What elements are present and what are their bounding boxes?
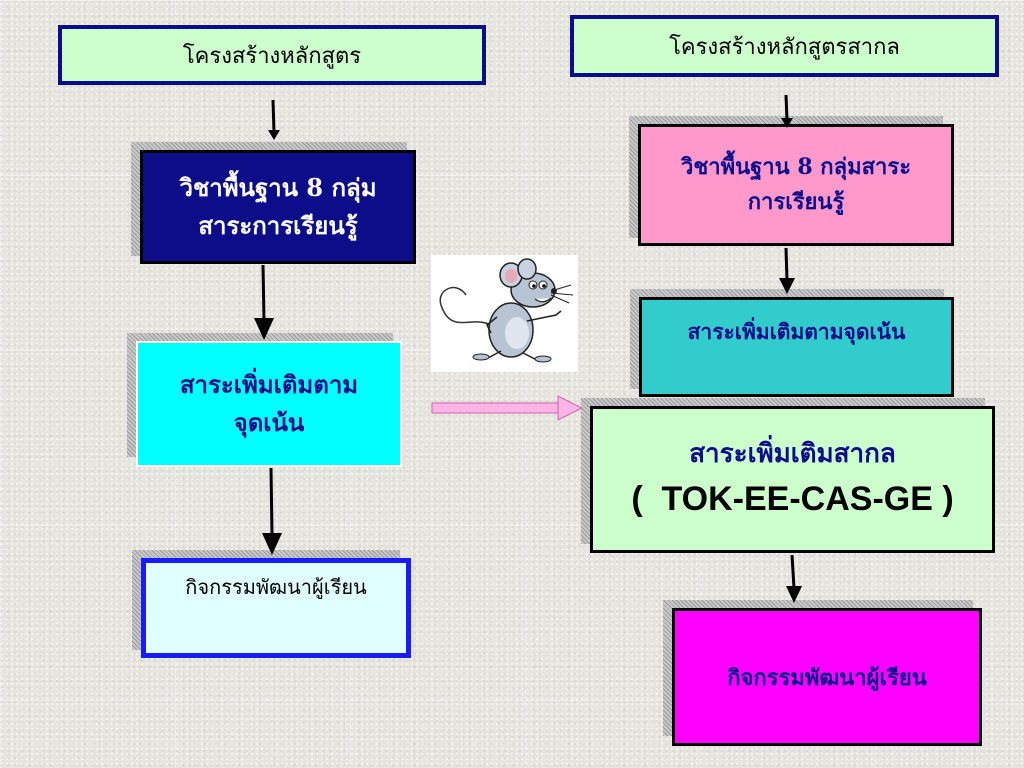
- right-box2: สาระเพิ่มเติมตามจุดเน้น: [639, 297, 954, 397]
- right-box1-line1: วิชาพื้นฐาน 8 กลุ่มสาระ: [680, 153, 912, 180]
- left-box2-line2: จุดเน้น: [233, 408, 305, 437]
- left-box1: วิชาพื้นฐาน 8 กลุ่ม สาระการเรียนรู้: [140, 150, 416, 264]
- right-box3: สาระเพิ่มเติมสากล ( TOK-EE-CAS-GE ): [590, 406, 995, 553]
- arrow-right-box1-to-box2: [784, 247, 789, 281]
- arrow-right-box1-to-box2-head: [779, 278, 795, 294]
- arrow-left-box2-to-box3: [269, 467, 274, 536]
- arrow-right-box3-to-box4-head: [786, 586, 802, 603]
- arrow-left-box1-to-box2-head: [254, 318, 274, 340]
- arrow-left-title-to-box1-head: [268, 130, 280, 140]
- left-title-text: โครงสร้างหลักสูตร: [182, 43, 362, 69]
- right-title-box: โครงสร้างหลักสูตรสากล: [570, 15, 999, 77]
- left-title-box: โครงสร้างหลักสูตร: [58, 25, 486, 85]
- right-title-text: โครงสร้างหลักสูตรสากล: [669, 34, 900, 60]
- right-box4: กิจกรรมพัฒนาผู้เรียน: [672, 608, 982, 746]
- arrow-left-box2-to-box3-head: [262, 533, 282, 555]
- left-box2-line1: สาระเพิ่มเติมตาม: [179, 369, 359, 399]
- right-box2-text: สาระเพิ่มเติมตามจุดเน้น: [687, 319, 906, 344]
- arrow-pink-shaft: [431, 402, 561, 414]
- mouse-illustration: [431, 255, 578, 372]
- left-box3-text: กิจกรรมพัฒนาผู้เรียน: [185, 575, 367, 599]
- right-box1: วิชาพื้นฐาน 8 กลุ่มสาระ การเรียนรู้: [638, 124, 954, 246]
- right-box3-line1: สาระเพิ่มเติมสากล: [689, 438, 896, 469]
- arrow-right-title-to-box1: [784, 94, 789, 121]
- arrow-right-title-to-box1-head: [781, 118, 793, 128]
- mouse-icon: [439, 258, 574, 363]
- left-box1-line2: สาระการเรียนรู้: [198, 211, 358, 240]
- left-box3: กิจกรรมพัฒนาผู้เรียน: [141, 558, 411, 658]
- left-box1-line1: วิชาพื้นฐาน 8 กลุ่ม: [179, 172, 377, 202]
- right-box1-line2: การเรียนรู้: [747, 189, 845, 215]
- right-box3-line2: ( TOK-EE-CAS-GE ): [631, 479, 954, 518]
- arrow-left-title-to-box1: [271, 99, 276, 133]
- arrow-right-box3-to-box4: [790, 554, 796, 589]
- arrow-left-box1-to-box2: [261, 264, 266, 321]
- left-box2: สาระเพิ่มเติมตาม จุดเน้น: [136, 341, 402, 467]
- right-box4-text: กิจกรรมพัฒนาผู้เรียน: [727, 664, 927, 691]
- arrow-pink-head: [557, 395, 584, 421]
